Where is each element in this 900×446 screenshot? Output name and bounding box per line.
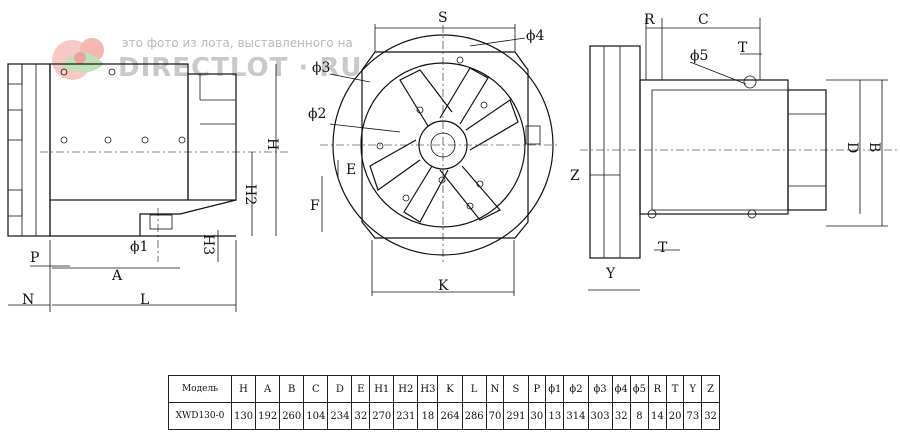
table-cell: E (351, 375, 371, 403)
label-y: Y (605, 266, 616, 282)
label-p: P (30, 250, 39, 266)
table-cell: 18 (417, 402, 439, 430)
label-phi3: ϕ3 (312, 60, 330, 76)
table-cell: A (255, 375, 281, 403)
table-cell: R (647, 375, 667, 403)
table-cell-model: XWD130-0 (168, 402, 232, 430)
table-cell: 104 (303, 402, 329, 430)
table-cell: 32 (351, 402, 371, 430)
table-cell: Z (701, 375, 720, 403)
table-cell: L (461, 375, 487, 403)
table-cell: 192 (255, 402, 281, 430)
table-cell: H2 (393, 375, 419, 403)
label-phi5: ϕ5 (690, 48, 708, 64)
table-cell: P (527, 375, 547, 403)
table-cell: ϕ3 (587, 375, 613, 403)
table-cell: B (279, 375, 305, 403)
watermark-logo-icon (52, 38, 104, 80)
table-cell: 14 (647, 402, 667, 430)
table-cell: K (437, 375, 463, 403)
table-cell: 260 (279, 402, 305, 430)
label-a: A (111, 268, 123, 284)
label-e: E (346, 162, 356, 178)
table-cell: 130 (230, 402, 257, 430)
label-f: F (310, 198, 320, 214)
table-cell: 20 (665, 402, 685, 430)
table-cell: 291 (503, 402, 529, 430)
label-z: Z (570, 168, 580, 184)
table-cell: 286 (461, 402, 487, 430)
table-cell: 234 (327, 402, 353, 430)
watermark-caption: это фото из лота, выставленного на (122, 36, 353, 50)
label-s: S (438, 10, 448, 26)
table-cell: H1 (369, 375, 395, 403)
table-cell: Y (683, 375, 703, 403)
table-cell: 70 (485, 402, 505, 430)
table-cell: D (327, 375, 353, 403)
table-cell-model: Модель (168, 375, 232, 403)
label-d: D (844, 142, 860, 153)
table-cell: ϕ5 (629, 375, 649, 403)
table-cell: 13 (545, 402, 565, 430)
table-cell: 30 (527, 402, 547, 430)
table-cell: ϕ1 (545, 375, 565, 403)
label-h1: H (264, 138, 280, 150)
table-cell: H (230, 375, 257, 403)
table-cell: 270 (369, 402, 395, 430)
side-view-left (7, 63, 290, 312)
table-cell: 231 (393, 402, 419, 430)
table-cell: 32 (701, 402, 720, 430)
label-phi2: ϕ2 (308, 106, 326, 122)
table-cell: S (503, 375, 529, 403)
table-cell: 264 (437, 402, 463, 430)
table-cell: 303 (587, 402, 613, 430)
label-phi1: ϕ1 (130, 239, 148, 255)
label-h2: H2 (242, 184, 258, 205)
label-t-bottom: T (658, 240, 668, 256)
table-cell: 8 (629, 402, 649, 430)
label-b: B (866, 142, 882, 152)
table-cell: 314 (563, 402, 589, 430)
label-l: L (140, 292, 149, 308)
table-cell: ϕ4 (611, 375, 631, 403)
label-t-top: T (738, 40, 748, 56)
table-cell: 32 (611, 402, 631, 430)
label-r: R (644, 12, 655, 28)
label-n: N (22, 292, 34, 308)
table-cell: ϕ2 (563, 375, 589, 403)
table-cell: 73 (683, 402, 703, 430)
label-c: C (698, 12, 709, 28)
label-k: K (438, 278, 449, 294)
table-cell: T (665, 375, 685, 403)
side-view-right (580, 18, 900, 291)
label-h3: H3 (200, 234, 216, 255)
watermark-brand: DIRECTLOT · RU (118, 53, 362, 83)
front-view-center (320, 24, 560, 296)
table-cell: H3 (417, 375, 439, 403)
label-phi4: ϕ4 (526, 28, 545, 44)
table-cell: N (485, 375, 505, 403)
table-cell: C (303, 375, 329, 403)
